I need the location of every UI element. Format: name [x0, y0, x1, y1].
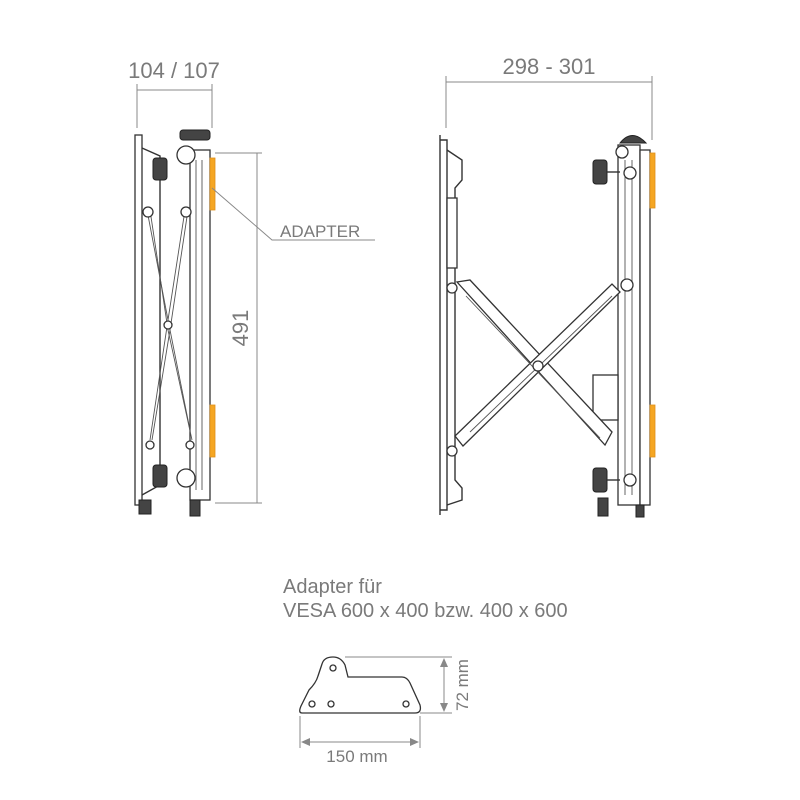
adapter-height-label: 72 mm — [453, 659, 472, 711]
side-adapter-bottom — [209, 404, 216, 458]
adapter-hole — [327, 700, 335, 708]
adapter-width-label: 150 mm — [326, 747, 387, 766]
width-label: 298 - 301 — [503, 54, 596, 79]
width-dimension: 298 - 301 — [445, 54, 653, 140]
height-dimension: 491 — [215, 152, 262, 504]
adapter-plate-outline — [299, 656, 422, 714]
adapter-hole — [402, 700, 410, 708]
front-adapter-top — [649, 152, 656, 209]
side-wall-plate — [134, 134, 161, 515]
adapter-hole — [308, 700, 316, 708]
adapter-note-line1: Adapter für — [283, 576, 382, 598]
front-scissor-arms — [454, 279, 621, 447]
front-wall-plate — [439, 135, 463, 515]
adapter-hole — [329, 664, 337, 672]
front-adapter-bottom — [649, 404, 656, 458]
front-view: 298 - 301 — [439, 54, 656, 518]
side-adapter-top — [209, 157, 216, 211]
adapter-note-line2: VESA 600 x 400 bzw. 400 x 600 — [283, 600, 568, 622]
adapter-note: Adapter für VESA 600 x 400 bzw. 400 x 60… — [283, 576, 568, 622]
depth-label: 104 / 107 — [128, 58, 220, 83]
depth-dimension: 104 / 107 — [128, 58, 220, 128]
side-view: 104 / 107 — [128, 58, 375, 517]
adapter-callout: ADAPTER — [211, 187, 375, 241]
adapter-plate: 72 mm 150 mm — [299, 656, 472, 766]
front-mount-column — [592, 135, 656, 518]
height-label: 491 — [228, 310, 253, 347]
side-mount-column — [142, 129, 216, 517]
adapter-label: ADAPTER — [280, 222, 360, 241]
